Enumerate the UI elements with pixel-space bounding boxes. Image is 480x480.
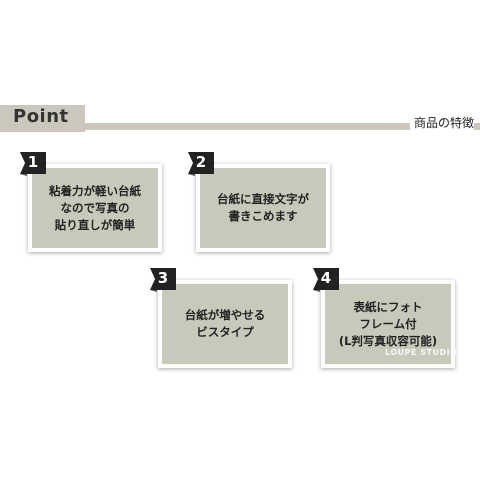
feature-card-body: 台紙が増やせる ビスタイプ: [162, 284, 288, 364]
feature-card-body: 台紙に直接文字が 書きこめます: [200, 168, 326, 248]
badge-number: 3: [157, 269, 169, 287]
number-badge-4: 4: [313, 268, 341, 292]
feature-card-3: 台紙が増やせる ビスタイプ: [158, 280, 292, 368]
feature-card-body: 表紙にフォト フレーム付 (L判写真収容可能): [325, 284, 451, 364]
badge-number: 4: [320, 269, 332, 287]
header-rule: [85, 123, 480, 130]
feature-card-text: 表紙にフォト フレーム付 (L判写真収容可能): [338, 299, 438, 348]
ribbon-icon: [150, 268, 176, 292]
badge-number: 2: [195, 153, 207, 171]
number-badge-3: 3: [150, 268, 178, 292]
feature-card-body: 粘着力が軽い台紙 なので写真の 貼り直しが簡単: [32, 168, 158, 248]
number-badge-2: 2: [188, 152, 216, 176]
page-subtitle: 商品の特徴: [409, 114, 474, 131]
ribbon-icon: [188, 152, 214, 176]
feature-card-1: 粘着力が軽い台紙 なので写真の 貼り直しが簡単: [28, 164, 162, 252]
feature-card-2: 台紙に直接文字が 書きこめます: [196, 164, 330, 252]
badge-number: 1: [27, 153, 39, 171]
watermark-logo: LOUPE STUDIO: [385, 348, 458, 357]
page-title: Point: [13, 106, 69, 127]
feature-card-text: 台紙に直接文字が 書きこめます: [217, 192, 309, 223]
feature-card-4: 表紙にフォト フレーム付 (L判写真収容可能): [321, 280, 455, 368]
title-block: [0, 105, 85, 132]
ribbon-icon: [20, 152, 46, 176]
feature-card-text: 台紙が増やせる ビスタイプ: [184, 308, 266, 339]
ribbon-icon: [313, 268, 339, 292]
feature-card-text: 粘着力が軽い台紙 なので写真の 貼り直しが簡単: [49, 183, 141, 232]
number-badge-1: 1: [20, 152, 48, 176]
